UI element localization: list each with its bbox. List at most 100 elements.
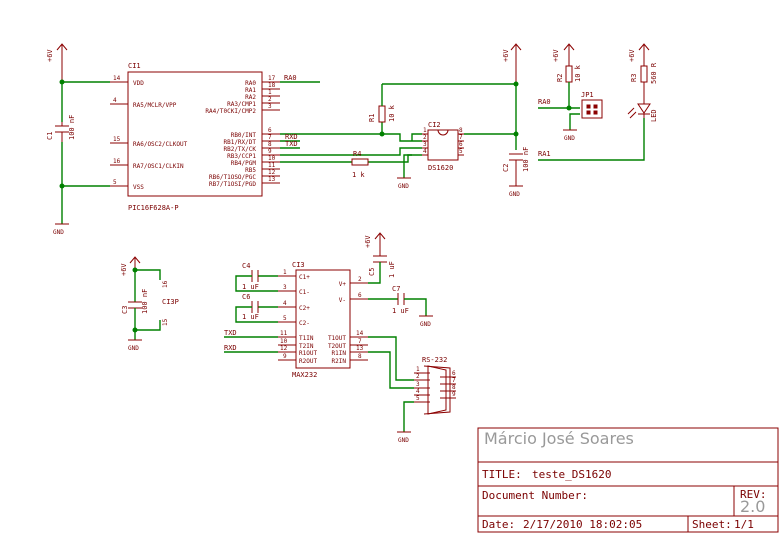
c2-value: 100 nF	[522, 147, 530, 172]
max232-left-pin-num: 1	[283, 269, 287, 276]
ds1620-pin: 6	[459, 141, 463, 148]
capacitor-c6: C6 1 uF	[235, 293, 278, 323]
max232-right-pin-num: 14	[356, 330, 364, 337]
r2-value: 10 k	[574, 64, 582, 82]
max232-left-pin-name: R2OUT	[299, 358, 317, 365]
net-label-rxd: RXD	[224, 344, 237, 352]
max232-right-pin-num: 2	[358, 276, 362, 283]
capacitor-c1: C1 100 nF	[46, 115, 76, 142]
rs232-pin: 5	[416, 395, 420, 402]
r4-ref: R4	[353, 150, 361, 158]
gnd-label-ds1620: GND	[398, 183, 409, 190]
resistor-r4: R4 1 k	[351, 150, 369, 179]
c1-ref: C1	[46, 132, 54, 140]
pic-right-pin-name: RA4/T0CKI/CMP2	[205, 108, 256, 115]
ds1620-pin: 3	[423, 141, 427, 148]
ds1620-chip: CI2 DS1620 1 2 3 4 8 7 6 5	[422, 121, 464, 172]
pic-left-pin-num: 14	[113, 75, 121, 82]
ds1620-power-rail: +6V GND C2 100 nF	[502, 43, 530, 198]
pic-right-pin-name: RA0	[245, 80, 256, 87]
led-ref: LED	[650, 109, 658, 122]
ds1620-pin: 2	[423, 134, 427, 141]
max232-ref: CI3	[292, 261, 305, 269]
max232-right-pin-name: R2IN	[332, 358, 347, 365]
pic-right-pin-num: 2	[268, 96, 272, 103]
date-value: 2/17/2010 18:02:05	[523, 518, 642, 531]
pic-right-pin-name: RB2/TX/CK	[223, 146, 256, 153]
max232-left-pin-name: C1-	[299, 289, 310, 296]
pic-right-pin-name: RB1/RX/DT	[223, 139, 256, 146]
jp1-ref: JP1	[581, 91, 594, 99]
pic-right-pin-num: 3	[268, 103, 272, 110]
gnd-label: GND	[53, 229, 64, 236]
max232-chip: CI3 MAX232 1 3 4 5 11 10 12 9 C1+ C1- C2…	[278, 261, 368, 379]
title-block: Márcio José Soares TITLE: teste_DS1620 D…	[477, 427, 779, 533]
max232-left-pin-name: R1OUT	[299, 350, 317, 357]
pic-left-pin-num: 15	[113, 136, 121, 143]
max232-right-pin-name: V+	[339, 281, 347, 288]
pic-right-pin-num: 18	[268, 82, 276, 89]
c3-ref: C3	[121, 306, 129, 314]
left-power-rail: +6V GND	[46, 43, 110, 236]
vcc-label-2: +6V	[502, 49, 510, 62]
capacitor-c5: +6V C5 1 uF	[364, 232, 396, 284]
max232-left-pin-name: C2-	[299, 320, 310, 327]
pic-right-pin-name: RB7/T1OSI/PGD	[209, 181, 256, 188]
pic-right-pin-name: RB4/PGM	[231, 160, 257, 167]
net-label-txd: TXD	[224, 329, 237, 337]
r3-value: 560 R	[650, 62, 658, 84]
r1-ref: R1	[368, 114, 376, 122]
r2-ref: R2	[556, 74, 564, 82]
c1-value: 100 nF	[68, 115, 76, 140]
c6-value: 1 uF	[242, 313, 259, 321]
net-label-rxd-pic: RXD	[285, 133, 298, 141]
rs232-pin: 9	[452, 391, 456, 398]
ds1620-ref: CI2	[428, 121, 441, 129]
max232-left-pin-num: 11	[280, 330, 288, 337]
pic-left-pin-name: VSS	[133, 184, 144, 191]
rs232-pin: 3	[416, 381, 420, 388]
max232-right-pin-name: T2OUT	[328, 343, 346, 350]
sheet-value: 1/1	[734, 518, 754, 531]
ds1620-pin: 5	[459, 148, 463, 155]
pic-right-pin-name: RB5	[245, 167, 256, 174]
rev-value: 2.0	[740, 497, 765, 516]
gnd-label-c7: GND	[420, 321, 431, 328]
max232-part: MAX232	[292, 371, 317, 379]
c5-ref: C5	[368, 268, 376, 276]
pic-left-pin-name: RA5/MCLR/VPP	[133, 102, 177, 109]
pic-left-pin-name: RA6/OSC2/CLKOUT	[133, 141, 188, 148]
max232-left-pin-name: T1IN	[299, 335, 314, 342]
rs232-pin: 7	[452, 377, 456, 384]
c6-ref: C6	[242, 293, 250, 301]
gnd-label-rs232: GND	[398, 437, 409, 444]
net-label-ra1: RA1	[538, 150, 551, 158]
capacitor-c7: GND C7 1 uF	[368, 285, 433, 328]
rs232-pin: 8	[452, 384, 456, 391]
c3-value: 100 nF	[141, 289, 149, 314]
max232-right-pin-num: 8	[358, 353, 362, 360]
ds1620-pin: 7	[459, 134, 463, 141]
pic-right-pin-name: RB3/CCP1	[227, 153, 256, 160]
jumper-jp1-group: RA0 +6V R2 10 k JP1 GND	[538, 43, 603, 142]
max232-right-pin-num: 6	[358, 292, 362, 299]
vcc-label-6: +6V	[364, 235, 372, 248]
pic-right-pin-num: 6	[268, 127, 272, 134]
led-group: RA1 +6V R3 560 R LED	[538, 43, 658, 161]
date-label: Date:	[482, 518, 515, 531]
max232-pwr-pin: 15	[162, 318, 169, 326]
ds1620-pin: 8	[459, 127, 463, 134]
vcc-label-3: +6V	[552, 49, 560, 62]
max232-left-pin-name: C1+	[299, 274, 310, 281]
c7-ref: C7	[392, 285, 400, 293]
max232-pwr-ref: CI3P	[162, 298, 179, 306]
pic-right-pin-num: 1	[268, 89, 272, 96]
max232-right-pin-num: 13	[356, 345, 364, 352]
pic-right-pin-num: 11	[268, 162, 276, 169]
vcc-label: +6V	[46, 49, 54, 62]
title-label: TITLE:	[482, 468, 522, 481]
pic-right-pin-num: 17	[268, 75, 276, 82]
title-value: teste_DS1620	[532, 468, 611, 481]
net-label-ra0-pic: RA0	[284, 74, 297, 82]
c2-ref: C2	[502, 164, 510, 172]
